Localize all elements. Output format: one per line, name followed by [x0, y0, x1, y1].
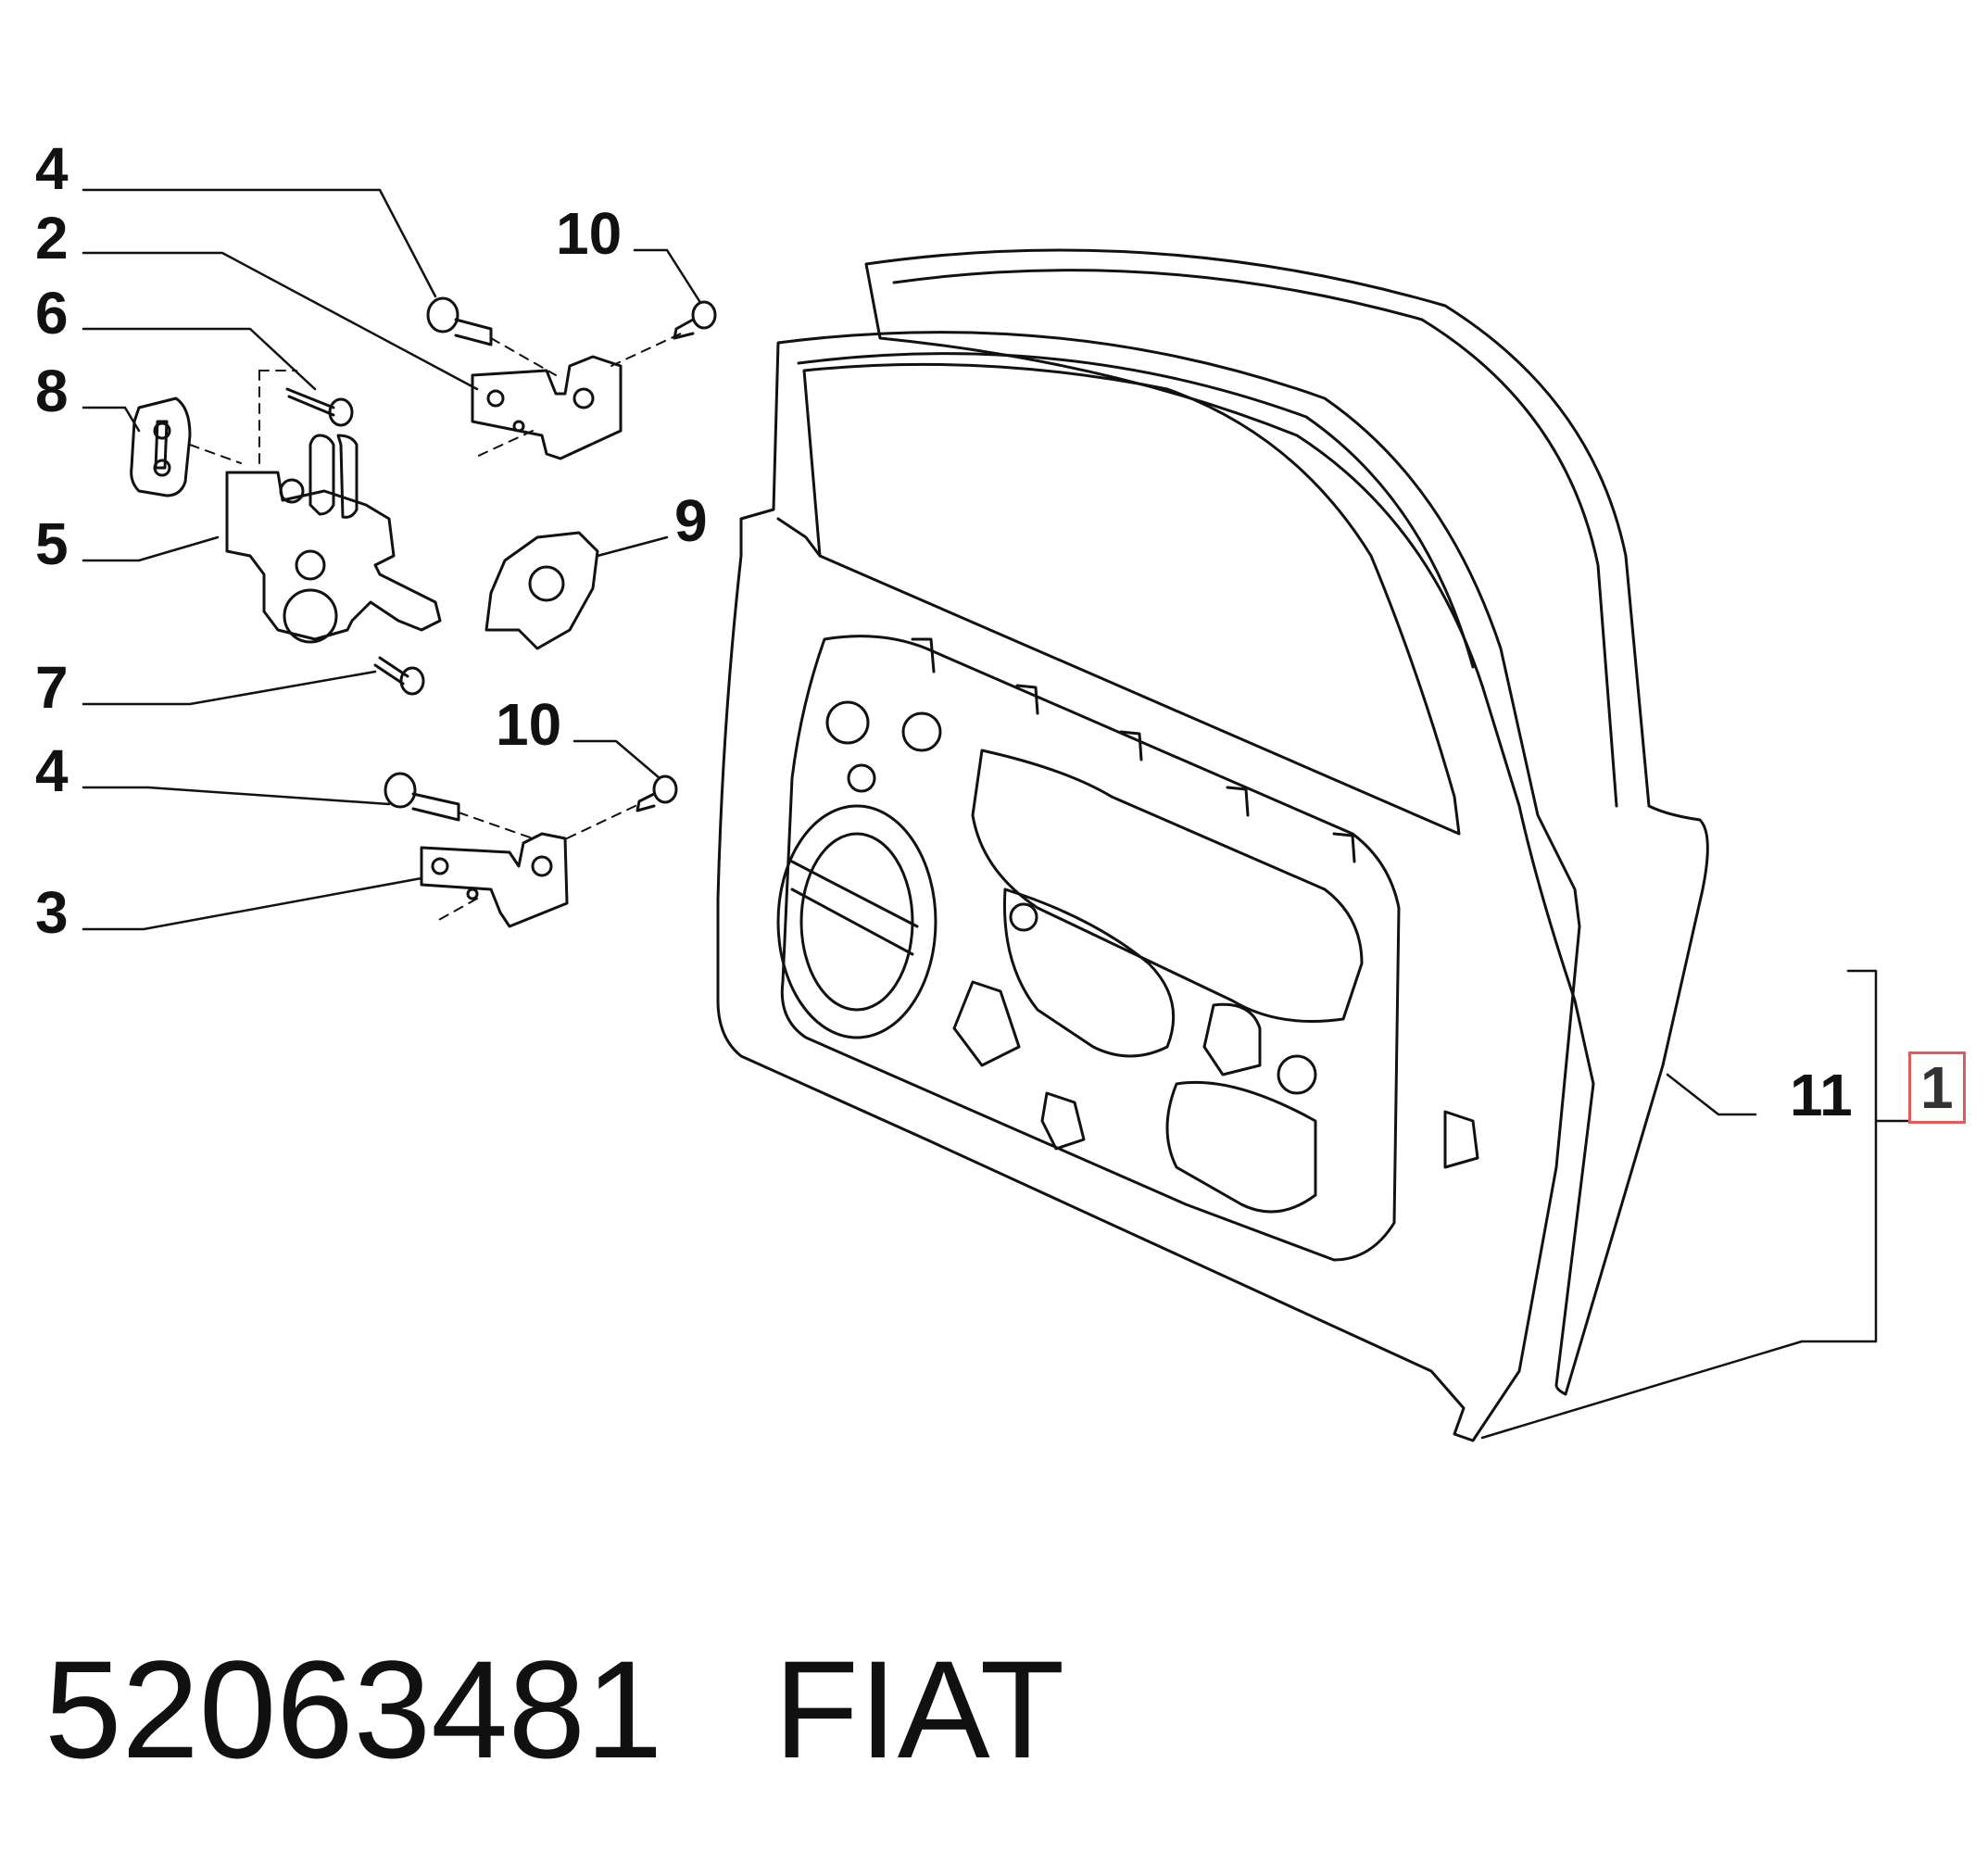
bolt-4-bottom — [384, 772, 460, 822]
callout-8: 8 — [35, 358, 69, 424]
callout-10-top: 10 — [556, 200, 623, 267]
part-9 — [484, 531, 599, 650]
hinge-bracket-3 — [420, 832, 569, 928]
callout-1: 1 — [1908, 1051, 1966, 1124]
leader-lines — [82, 188, 1910, 1440]
callout-2: 2 — [35, 205, 69, 271]
callout-6: 6 — [35, 280, 69, 346]
screw-10-bottom — [635, 774, 678, 812]
brand-name: FIAT — [774, 1631, 1065, 1787]
callout-10-bottom: 10 — [496, 691, 562, 758]
screw-10-top — [673, 300, 717, 340]
door-inner-panel — [716, 331, 1581, 1442]
callout-7: 7 — [35, 654, 69, 721]
plate-8 — [130, 397, 192, 497]
callout-5: 5 — [35, 510, 69, 577]
hinge-assembly-5 — [225, 434, 442, 644]
bolt-6 — [285, 387, 354, 427]
part-number: 52063481 — [44, 1631, 663, 1787]
bolt-7 — [373, 656, 425, 696]
callout-4-bottom: 4 — [35, 737, 69, 804]
bolt-4-top — [426, 296, 493, 346]
callout-9: 9 — [674, 487, 708, 554]
assembly-dashed-lines — [189, 333, 682, 923]
hinge-bracket-2 — [471, 355, 623, 460]
door-outer-panel — [864, 248, 1709, 1396]
callout-11: 11 — [1790, 1062, 1853, 1128]
callout-3: 3 — [35, 879, 69, 946]
callout-4-top: 4 — [35, 135, 69, 202]
